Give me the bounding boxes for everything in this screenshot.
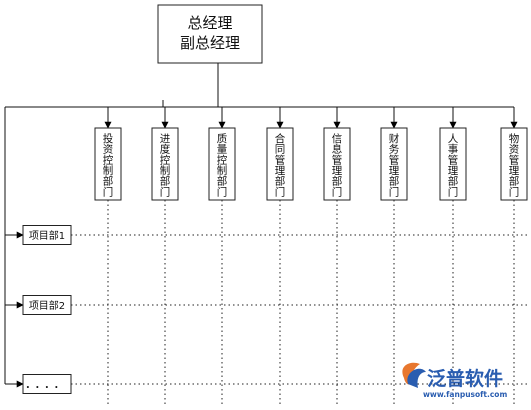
top-box-line2: 副总经理	[180, 34, 240, 52]
fanpu-logo-icon	[402, 362, 426, 388]
department-label-1: 投资控制部门	[103, 132, 114, 198]
department-box-3: 质量控制部门	[208, 127, 236, 201]
department-box-5: 信息管理部门	[323, 127, 351, 201]
department-label-3: 质量控制部门	[217, 133, 228, 198]
logo-url: www.fanpusoft.com	[423, 390, 507, 399]
department-box-6: 财务管理部门	[380, 127, 408, 201]
department-label-7: 人事管理部门	[448, 133, 459, 198]
department-box-8: 物资管理部门	[500, 127, 528, 201]
project-column: 项目部1 项目部2 ．．．．	[22, 225, 72, 394]
department-label-6: 财务管理部门	[389, 132, 400, 198]
project-box-1: 项目部1	[22, 225, 72, 245]
top-box-line1: 总经理	[187, 14, 232, 32]
department-box-7: 人事管理部门	[439, 127, 467, 201]
department-label-2: 进度控制部门	[160, 133, 171, 198]
top-management-box	[157, 4, 263, 64]
department-box-2: 进度控制部门	[151, 127, 179, 201]
project-box-3: ．．．．	[22, 374, 72, 394]
department-label-8: 物资管理部门	[509, 132, 520, 198]
project-label-1: 项目部1	[29, 229, 65, 242]
project-label-2: 项目部2	[29, 299, 65, 312]
fanpu-logo: 泛普软件 www.fanpusoft.com	[402, 362, 507, 399]
department-box-4: 合同管理部门	[266, 127, 294, 201]
department-row: 投资控制部门 进度控制部门 质量控制部门 合同管理部门 信息管理部门 财务管理部门 人事管理…	[94, 127, 528, 201]
project-box-2: 项目部2	[22, 295, 72, 315]
project-label-3: ．．．．	[25, 377, 70, 392]
department-box-1: 投资控制部门	[94, 127, 122, 201]
logo-name: 泛普软件	[427, 367, 503, 390]
department-label-5: 信息管理部门	[332, 133, 343, 198]
department-label-4: 合同管理部门	[275, 132, 286, 198]
connector-lines	[4, 63, 518, 388]
